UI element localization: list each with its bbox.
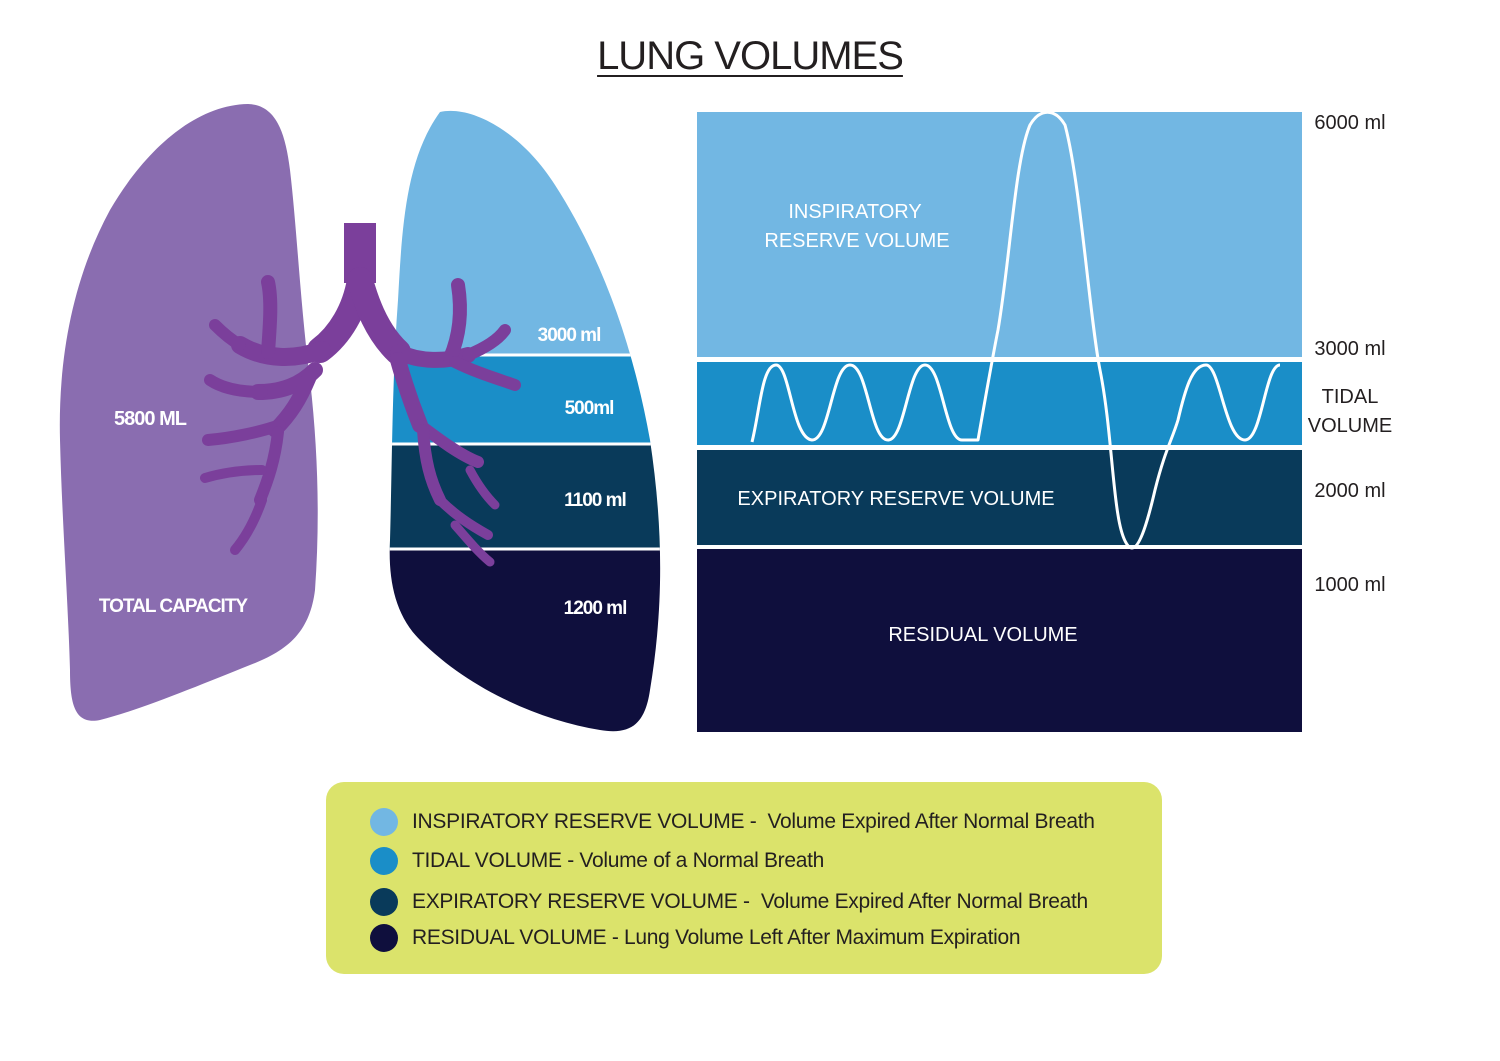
scale-1000-label: 1000 ml	[1314, 574, 1385, 596]
legend-term: RESIDUAL VOLUME	[412, 926, 607, 949]
scale-2000-label: 2000 ml	[1314, 480, 1385, 502]
right-lung-tidal-band	[389, 355, 661, 443]
left-lung-volume-label: 5800 ML	[114, 408, 187, 430]
chart-residual-label: RESIDUAL VOLUME	[888, 624, 1077, 646]
legend-panel: INSPIRATORY RESERVE VOLUME - Volume Expi…	[326, 782, 1162, 974]
legend-description: Volume Expired After Normal Breath	[767, 810, 1095, 833]
right-lung-residual-band	[389, 549, 661, 732]
chart-residual-band	[697, 547, 1302, 732]
chart-tidal-band	[697, 357, 1302, 445]
page-title: LUNG VOLUMES	[597, 34, 904, 78]
scale-3000-label: 3000 ml	[1314, 338, 1385, 360]
medium-blue-dot-icon	[370, 847, 398, 875]
bronchial-tree	[200, 223, 521, 567]
chart-divider	[697, 445, 1302, 450]
light-blue-dot-icon	[370, 808, 398, 836]
legend-item-inspiratory: INSPIRATORY RESERVE VOLUME - Volume Expi…	[370, 807, 1095, 837]
volume-chart: INSPIRATORY RESERVE VOLUME EXPIRATORY RE…	[697, 112, 1302, 732]
scale-tidal-label-line1: TIDAL	[1322, 386, 1379, 408]
legend-separator: -	[561, 849, 580, 872]
left-lung-total-capacity	[59, 104, 318, 721]
chart-inspiratory-label-line2: RESERVE VOLUME	[764, 230, 949, 252]
right-lung-label-3000: 3000 ml	[538, 325, 601, 346]
scale-tidal-label-line2: VOLUME	[1308, 415, 1392, 437]
right-lung-label-1200: 1200 ml	[564, 598, 627, 619]
chart-divider	[697, 545, 1302, 549]
legend-term: INSPIRATORY RESERVE VOLUME	[412, 810, 745, 833]
legend-description: Volume Expired After Normal Breath	[760, 890, 1088, 913]
legend-term: TIDAL VOLUME	[412, 849, 562, 872]
chart-divider	[697, 357, 1302, 362]
legend-separator: -	[606, 926, 625, 949]
legend-separator: -	[744, 810, 768, 833]
dark-teal-dot-icon	[370, 888, 398, 916]
legend-item-tidal: TIDAL VOLUME - Volume of a Normal Breath	[370, 846, 824, 876]
chart-expiratory-band	[697, 445, 1302, 547]
scale-6000-label: 6000 ml	[1314, 112, 1385, 134]
right-lung-inspiratory-band	[389, 110, 661, 355]
right-lung-label-1100: 1100 ml	[564, 490, 626, 511]
chart-expiratory-label: EXPIRATORY RESERVE VOLUME	[737, 488, 1054, 510]
legend-item-expiratory: EXPIRATORY RESERVE VOLUME - Volume Expir…	[370, 887, 1088, 917]
legend-item-residual: RESIDUAL VOLUME - Lung Volume Left After…	[370, 923, 1021, 953]
legend-separator: -	[737, 890, 761, 913]
legend-description: Volume of a Normal Breath	[579, 849, 825, 872]
right-lung-label-500: 500ml	[565, 398, 614, 419]
chart-inspiratory-label-line1: INSPIRATORY	[788, 201, 921, 223]
navy-dot-icon	[370, 924, 398, 952]
legend-term: EXPIRATORY RESERVE VOLUME	[412, 890, 738, 913]
breathing-waveform	[750, 112, 1281, 550]
total-capacity-label: TOTAL CAPACITY	[99, 596, 249, 617]
legend-description: Lung Volume Left After Maximum Expiratio…	[624, 926, 1021, 949]
